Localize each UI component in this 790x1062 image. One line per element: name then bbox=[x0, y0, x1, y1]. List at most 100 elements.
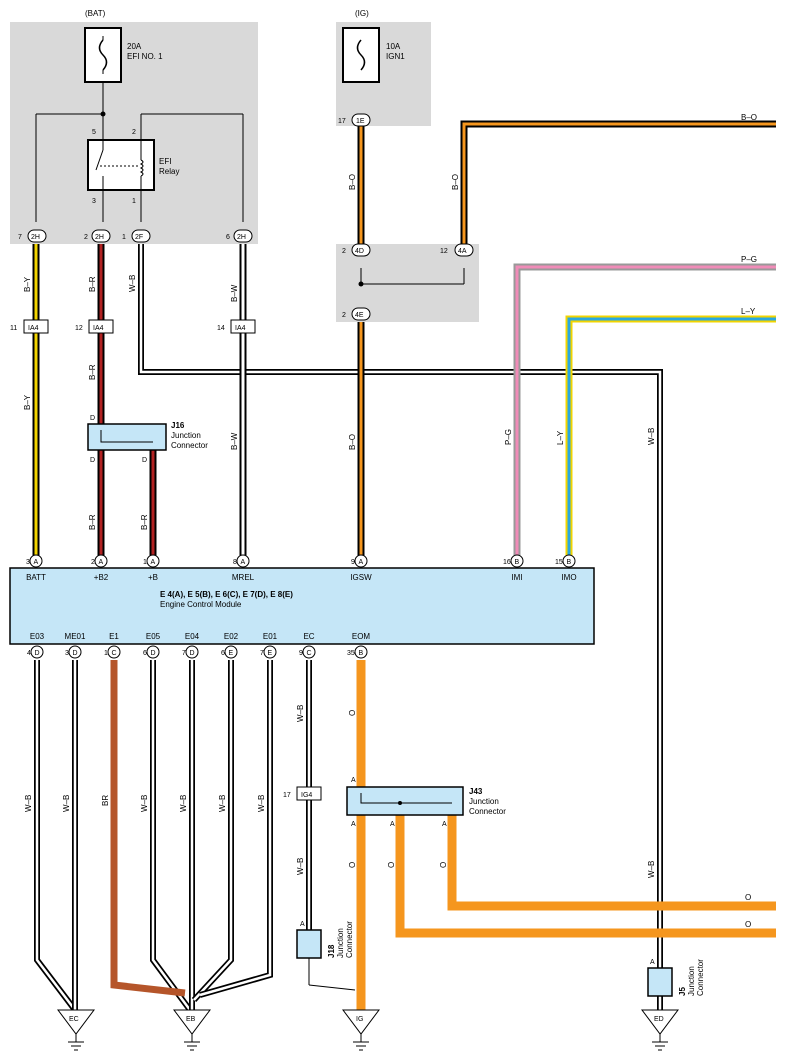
ground-ed: ED bbox=[654, 1016, 664, 1023]
conn-ia4-b: IA4 bbox=[93, 325, 104, 332]
ecm-top-pin-number: 1 bbox=[143, 559, 147, 566]
conn-4a: 4A bbox=[458, 248, 467, 255]
bat-distribution bbox=[35, 82, 244, 222]
fuse-ign1 bbox=[342, 27, 380, 83]
fuse2-name: IGN1 bbox=[386, 52, 405, 61]
ecm-bottom-pin-circle bbox=[146, 645, 160, 659]
relay-pin-2: 2 bbox=[132, 129, 136, 136]
conn-2f: 2F bbox=[135, 234, 143, 241]
ecm-top-pin-letter: A bbox=[151, 559, 156, 566]
j43-internal bbox=[360, 793, 452, 804]
j16-box bbox=[87, 423, 167, 451]
ecm-bottom-pin-name: E01 bbox=[263, 632, 278, 641]
ecm-bottom-pin-letter: E bbox=[268, 650, 273, 657]
wire-bo-3: B–O bbox=[451, 174, 460, 190]
ecm-bottom-pin-letter: D bbox=[151, 650, 156, 657]
j5-box bbox=[647, 967, 673, 997]
wire-bo-out: B–O bbox=[741, 113, 757, 122]
ecm-bottom-pin-letter: B bbox=[359, 650, 364, 657]
bat-junction-dot bbox=[100, 111, 106, 117]
ecm-bottom-pin-circle bbox=[354, 645, 368, 659]
ecm-top-pin-circle bbox=[146, 554, 160, 568]
wire-layer bbox=[32, 120, 776, 1012]
ecm-bottom-pin-circle bbox=[185, 645, 199, 659]
ecm-bottom-pin-name: ME01 bbox=[65, 632, 86, 641]
ground-symbols bbox=[57, 1009, 679, 1051]
ecm-title2: Engine Control Module bbox=[160, 600, 242, 609]
j43-id: J43 bbox=[469, 787, 483, 796]
ecm-bottom-pin-letter: E bbox=[229, 650, 234, 657]
wire-wb-e02: W–B bbox=[218, 795, 227, 812]
ecm-top-pin-name: +B2 bbox=[94, 573, 109, 582]
ecm-top-pin-letter: A bbox=[99, 559, 104, 566]
j43-name2: Connector bbox=[469, 807, 506, 816]
fuse2-amp: 10A bbox=[386, 42, 401, 51]
pin-12b: 12 bbox=[75, 325, 83, 332]
j18-a: A bbox=[300, 921, 305, 928]
ecm-top-pin-name: BATT bbox=[26, 573, 46, 582]
conn-2h-a: 2H bbox=[31, 234, 40, 241]
wire-o-out-1: O bbox=[745, 893, 751, 902]
ecm-top-pin-letter: A bbox=[34, 559, 39, 566]
ecm-box bbox=[9, 567, 595, 645]
wire-br-1: B–R bbox=[88, 276, 97, 292]
conn-4d: 4D bbox=[355, 248, 364, 255]
j43-name1: Junction bbox=[469, 797, 499, 806]
ecm-bottom-pin-name: E04 bbox=[185, 632, 200, 641]
j16-name1: Junction bbox=[171, 431, 201, 440]
wire-pg: P–G bbox=[504, 429, 513, 445]
conn-ia4-a: IA4 bbox=[28, 325, 39, 332]
j43-a2: A bbox=[390, 821, 395, 828]
ecm-top-pin-letter: A bbox=[359, 559, 364, 566]
ecm-bottom-pin-letter: D bbox=[35, 650, 40, 657]
ecm-top-pin-circle bbox=[510, 554, 524, 568]
wire-wb-top: W–B bbox=[128, 275, 137, 292]
j18-name2: Connector bbox=[345, 921, 354, 958]
ecm-pins: A3BATTA2+B2A1+BA8MRELA9IGSWB16IMIB15IMOD… bbox=[26, 554, 577, 659]
j43-a-top: A bbox=[351, 777, 356, 784]
ecm-bottom-pin-letter: D bbox=[190, 650, 195, 657]
pin-7: 7 bbox=[18, 234, 22, 241]
ground-ec: EC bbox=[69, 1016, 79, 1023]
ecm-bottom-pin-circle bbox=[68, 645, 82, 659]
pin-11: 11 bbox=[10, 325, 17, 332]
j5-name2: Connector bbox=[696, 959, 705, 996]
pin-2b: 2 bbox=[342, 248, 346, 255]
conn-ig4: IG4 bbox=[301, 792, 312, 799]
ecm-bottom-pin-number: 6 bbox=[143, 650, 147, 657]
j16-internal bbox=[100, 430, 153, 443]
wire-wb-right2: W–B bbox=[647, 861, 656, 878]
wire-br-2: B–R bbox=[88, 364, 97, 380]
wire-ly-out: L–Y bbox=[741, 307, 756, 316]
ecm-bottom-pin-name: E05 bbox=[146, 632, 161, 641]
j43-box bbox=[346, 786, 464, 816]
ig-junction-dot bbox=[358, 281, 364, 287]
bat-supply-panel bbox=[10, 22, 258, 244]
relay-name-1: EFI bbox=[159, 157, 171, 166]
ecm-bottom-pin-name: EOM bbox=[352, 632, 371, 641]
ecm-bottom-pin-number: 35 bbox=[347, 650, 355, 657]
ecm-title1: E 4(A), E 5(B), E 6(C), E 7(D), E 8(E) bbox=[160, 590, 293, 599]
wire-br-3: B–R bbox=[88, 514, 97, 530]
pin-6: 6 bbox=[226, 234, 230, 241]
ecm-bottom-pin-letter: C bbox=[307, 650, 312, 657]
conn-4e: 4E bbox=[355, 312, 364, 319]
pin-2c: 2 bbox=[342, 312, 346, 319]
wire-o-2: O bbox=[348, 862, 357, 868]
j43-a1: A bbox=[351, 821, 356, 828]
ecm-top-pin-number: 2 bbox=[91, 559, 95, 566]
j5-id: J5 bbox=[678, 987, 687, 996]
ecm-top-pin-number: 16 bbox=[503, 559, 511, 566]
ecm-top-pin-circle bbox=[236, 554, 250, 568]
pin-12: 12 bbox=[440, 248, 448, 255]
pin-1: 1 bbox=[122, 234, 126, 241]
ecm-top-pin-name: MREL bbox=[232, 573, 255, 582]
ecm-top-pin-letter: A bbox=[241, 559, 246, 566]
wire-wb-e04: W–B bbox=[179, 795, 188, 812]
ecm-bottom-pin-number: 1 bbox=[104, 650, 108, 657]
wire-o-1: O bbox=[348, 710, 357, 716]
ground-eb: EB bbox=[186, 1016, 196, 1023]
ecm-bottom-pin-circle bbox=[302, 645, 316, 659]
ecm-bottom-pin-name: EC bbox=[303, 632, 314, 641]
ig-label: (IG) bbox=[355, 9, 369, 18]
